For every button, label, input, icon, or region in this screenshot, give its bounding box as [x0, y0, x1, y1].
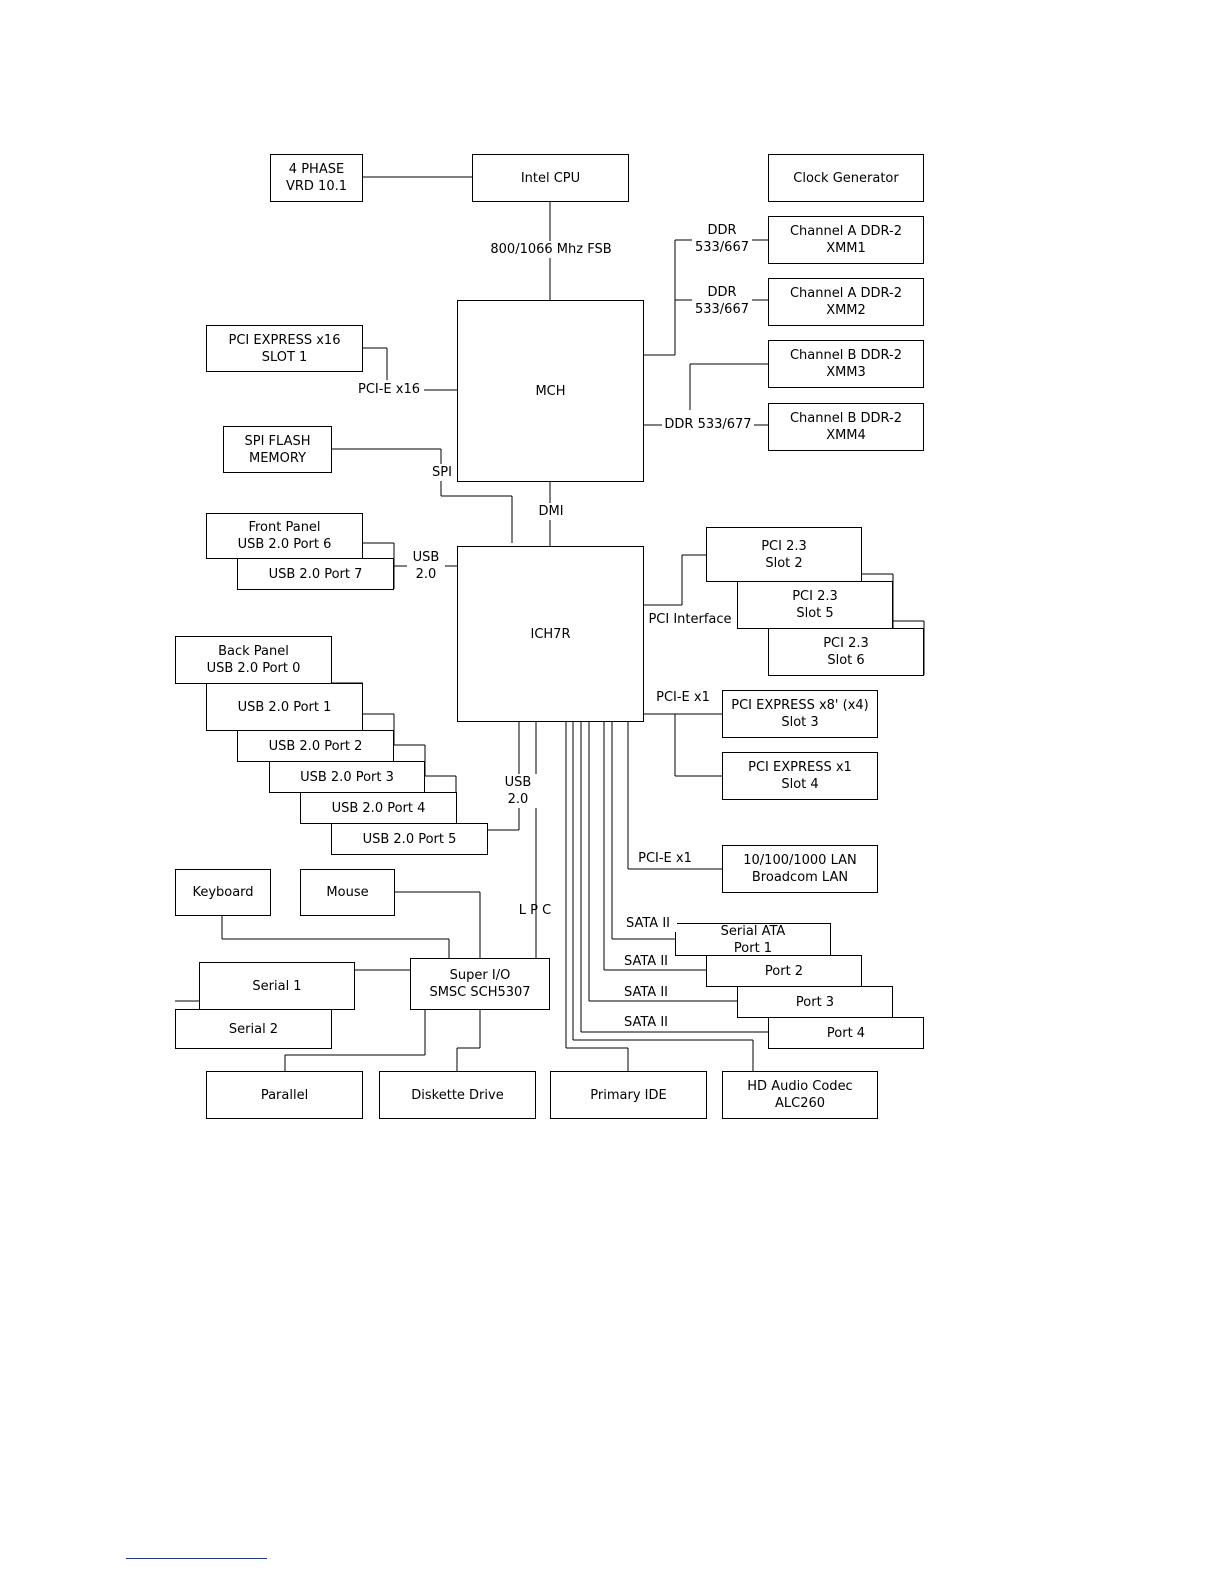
pcie-x1-label-b: PCI-E x1	[633, 850, 697, 867]
channel-b-xmm4-box: Channel B DDR-2 XMM4	[768, 403, 924, 451]
pci-slot6-box: PCI 2.3 Slot 6	[768, 628, 924, 676]
mch-box: MCH	[457, 300, 644, 482]
serial2-box: Serial 2	[175, 1009, 332, 1049]
pcie-x1-label-a: PCI-E x1	[651, 689, 715, 706]
sata-port4-box: Port 4	[768, 1017, 924, 1049]
keyboard-box: Keyboard	[175, 869, 271, 916]
pci-interface-label: PCI Interface	[646, 611, 734, 628]
sata-port1-box: Serial ATA Port 1	[675, 923, 831, 956]
usb2-box: USB 2.0 Port 2	[237, 730, 394, 762]
sata-label-c: SATA II	[623, 985, 668, 1000]
ich7r-box: ICH7R	[457, 546, 644, 722]
usb7-box: USB 2.0 Port 7	[237, 558, 394, 590]
spi-label: SPI	[427, 464, 457, 481]
channel-a-xmm2-box: Channel A DDR-2 XMM2	[768, 278, 924, 326]
serial1-box: Serial 1	[199, 962, 355, 1010]
usb1-box: USB 2.0 Port 1	[206, 683, 363, 731]
mouse-box: Mouse	[300, 869, 395, 916]
primary-ide-box: Primary IDE	[550, 1071, 707, 1119]
channel-a-xmm1-box: Channel A DDR-2 XMM1	[768, 216, 924, 264]
lan-box: 10/100/1000 LAN Broadcom LAN	[722, 845, 878, 893]
hd-audio-codec-box: HD Audio Codec ALC260	[722, 1071, 878, 1119]
cpu-box: Intel CPU	[472, 154, 629, 202]
sata-label-d: SATA II	[623, 1015, 668, 1030]
parallel-box: Parallel	[206, 1071, 363, 1119]
lpc-label: L P C	[518, 903, 552, 918]
sata-port3-box: Port 3	[737, 986, 893, 1018]
usb3-box: USB 2.0 Port 3	[269, 761, 425, 793]
pcie-x1-slot4-box: PCI EXPRESS x1 Slot 4	[722, 752, 878, 800]
sata-label-a: SATA II	[619, 915, 677, 932]
pci-slot5-box: PCI 2.3 Slot 5	[737, 581, 893, 629]
channel-b-xmm3-box: Channel B DDR-2 XMM3	[768, 340, 924, 388]
pcie-x16-slot-box: PCI EXPRESS x16 SLOT 1	[206, 325, 363, 372]
usb-label-top: USB 2.0	[407, 549, 445, 583]
super-io-box: Super I/O SMSC SCH5307	[410, 958, 550, 1010]
sata-label-b: SATA II	[623, 954, 668, 969]
pcie-x8-slot3-box: PCI EXPRESS x8' (x4) Slot 3	[722, 690, 878, 738]
usb4-box: USB 2.0 Port 4	[300, 792, 457, 824]
vrd-box: 4 PHASE VRD 10.1	[270, 154, 363, 202]
dmi-label: DMI	[534, 503, 568, 520]
ddr-label-1: DDR 533/667	[692, 222, 752, 256]
front-panel-usb6-box: Front Panel USB 2.0 Port 6	[206, 513, 363, 559]
ddr-label-2: DDR 533/667	[692, 284, 752, 318]
pci-slot2-box: PCI 2.3 Slot 2	[706, 527, 862, 582]
clock-generator-box: Clock Generator	[768, 154, 924, 202]
usb-label-bottom: USB 2.0	[499, 774, 537, 808]
diskette-drive-box: Diskette Drive	[379, 1071, 536, 1119]
sata-port2-box: Port 2	[706, 955, 862, 987]
pcie-x16-label: PCI-E x16	[354, 381, 424, 398]
footnote-rule	[126, 1558, 267, 1559]
ddr-label-3: DDR 533/677	[662, 416, 754, 433]
spi-flash-box: SPI FLASH MEMORY	[223, 426, 332, 473]
back-panel-usb0-box: Back Panel USB 2.0 Port 0	[175, 636, 332, 684]
fsb-label: 800/1066 Mhz FSB	[487, 241, 615, 258]
usb5-box: USB 2.0 Port 5	[331, 823, 488, 855]
